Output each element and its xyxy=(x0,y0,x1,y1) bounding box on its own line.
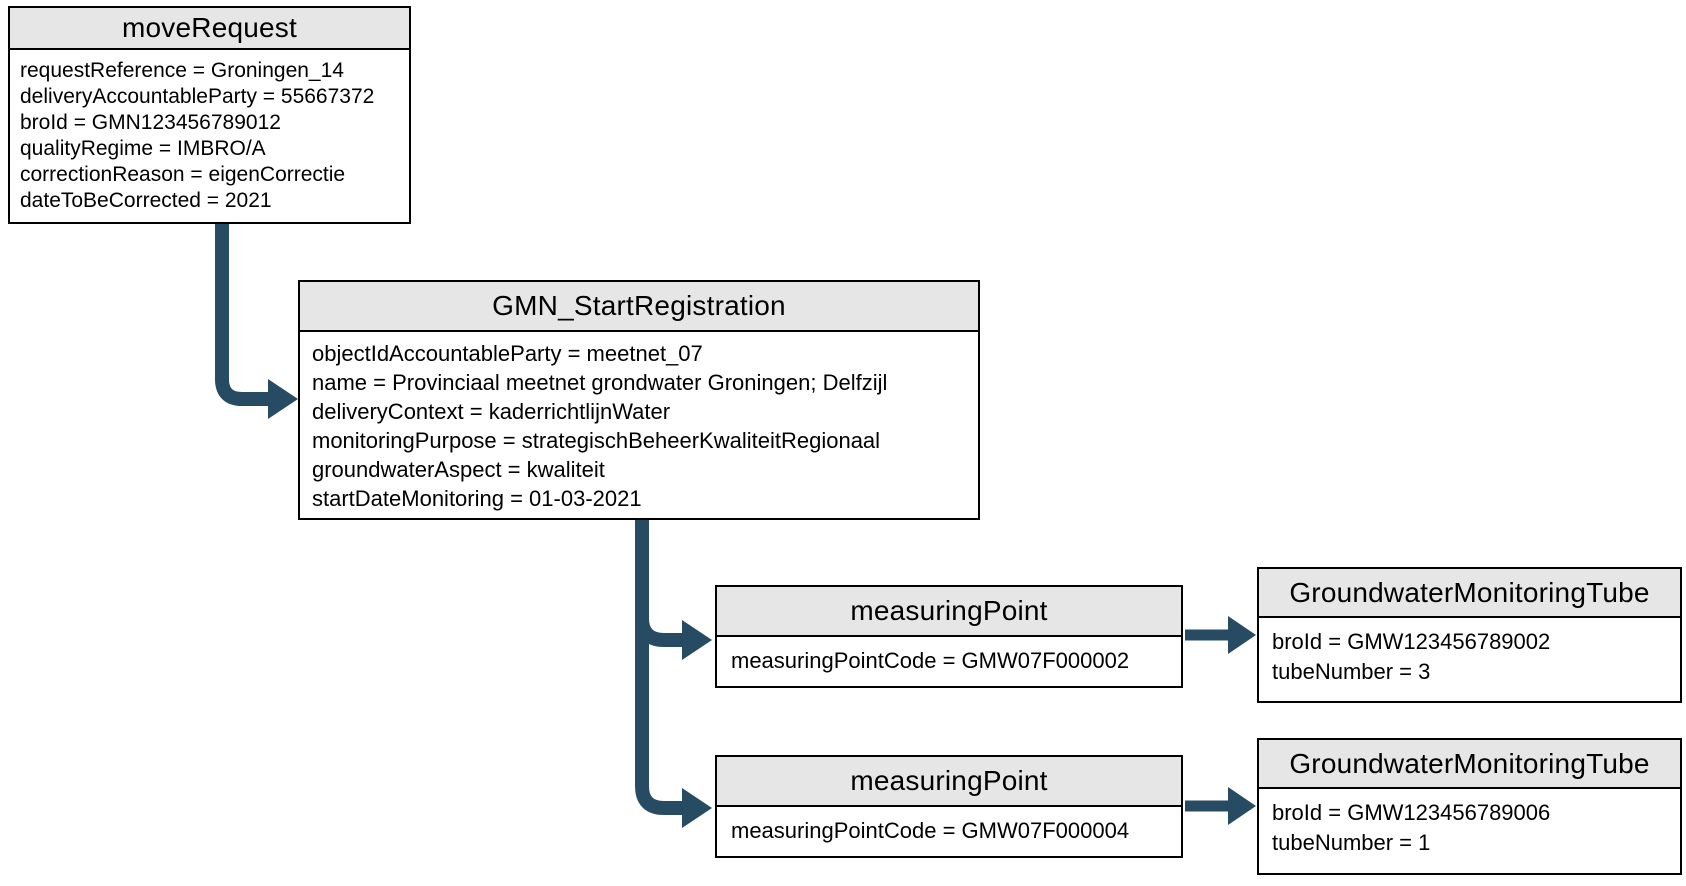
edge-measuring-point-1-to-tube-1-arrowhead xyxy=(1228,616,1256,654)
edge-gmn-to-measuring-point-2-arrowhead xyxy=(682,788,712,828)
node-attribute: deliveryContext = kaderrichtlijnWater xyxy=(312,399,671,424)
node-attribute: requestReference = Groningen_14 xyxy=(20,59,344,82)
node-title: GroundwaterMonitoringTube xyxy=(1259,740,1680,789)
edge-gmn-to-measuring-point-1-line xyxy=(635,518,684,647)
node-attributes: requestReference = Groningen_14 delivery… xyxy=(10,50,409,222)
edge-move-request-to-gmn-arrowhead xyxy=(268,379,298,419)
node-title: GMN_StartRegistration xyxy=(300,282,978,332)
node-attributes: measuringPointCode = GMW07F000004 xyxy=(717,807,1181,854)
node-attribute: broId = GMN123456789012 xyxy=(20,111,281,134)
node-attribute: objectIdAccountableParty = meetnet_07 xyxy=(312,341,703,366)
node-attribute: tubeNumber = 3 xyxy=(1272,659,1431,684)
node-attribute: measuringPointCode = GMW07F000002 xyxy=(731,647,1130,673)
node-title: GroundwaterMonitoringTube xyxy=(1259,569,1680,618)
node-attribute: monitoringPurpose = strategischBeheerKwa… xyxy=(312,428,881,453)
node-attribute: groundwaterAspect = kwaliteit xyxy=(312,457,605,482)
node-attribute: broId = GMW123456789006 xyxy=(1272,800,1551,825)
node-title: measuringPoint xyxy=(717,587,1181,637)
edge-gmn-to-measuring-point-2-line xyxy=(635,518,684,815)
edge-measuring-point-2-to-tube-2-arrowhead xyxy=(1228,787,1256,825)
node-attribute: dateToBeCorrected = 2021 xyxy=(20,189,272,212)
node-measuring-point-1: measuringPoint measuringPointCode = GMW0… xyxy=(715,585,1183,688)
node-attribute: measuringPointCode = GMW07F000004 xyxy=(731,817,1130,843)
node-attribute: broId = GMW123456789002 xyxy=(1272,629,1551,654)
node-attributes: measuringPointCode = GMW07F000002 xyxy=(717,637,1181,684)
node-attributes: broId = GMW123456789002 tubeNumber = 3 xyxy=(1259,618,1680,696)
edge-move-request-to-gmn-line xyxy=(215,224,272,406)
node-attribute: tubeNumber = 1 xyxy=(1272,830,1431,855)
node-attribute: deliveryAccountableParty = 55667372 xyxy=(20,85,375,108)
node-groundwater-monitoring-tube-2: GroundwaterMonitoringTube broId = GMW123… xyxy=(1257,738,1682,875)
node-title: measuringPoint xyxy=(717,757,1181,807)
node-attribute: startDateMonitoring = 01-03-2021 xyxy=(312,486,642,511)
node-measuring-point-2: measuringPoint measuringPointCode = GMW0… xyxy=(715,755,1183,858)
node-groundwater-monitoring-tube-1: GroundwaterMonitoringTube broId = GMW123… xyxy=(1257,567,1682,703)
node-move-request: moveRequest requestReference = Groningen… xyxy=(8,6,411,224)
node-attribute: qualityRegime = IMBRO/A xyxy=(20,137,266,160)
node-title: moveRequest xyxy=(10,8,409,50)
node-attributes: objectIdAccountableParty = meetnet_07 na… xyxy=(300,332,978,520)
node-gmn-start-registration: GMN_StartRegistration objectIdAccountabl… xyxy=(298,280,980,520)
node-attribute: correctionReason = eigenCorrectie xyxy=(20,163,346,186)
node-attribute: name = Provinciaal meetnet grondwater Gr… xyxy=(312,370,888,395)
node-attributes: broId = GMW123456789006 tubeNumber = 1 xyxy=(1259,789,1680,867)
edge-gmn-to-measuring-point-1-arrowhead xyxy=(682,620,712,660)
